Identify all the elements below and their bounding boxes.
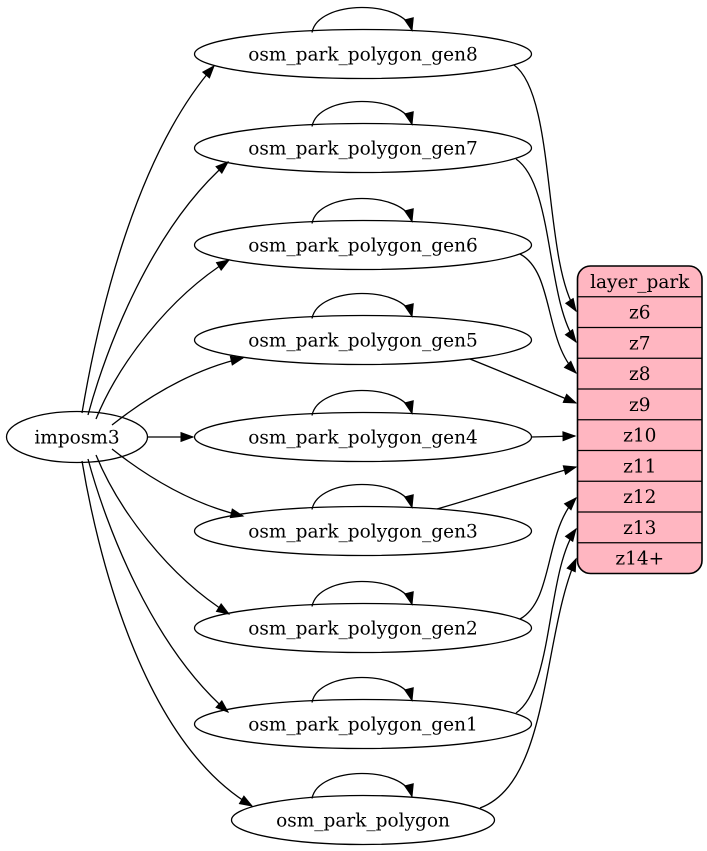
- self-loop-osm_park_polygon_gen7: [311, 100, 413, 127]
- record-row-z10: z10: [623, 426, 656, 447]
- node-ellipse: [193, 122, 533, 174]
- node-osm_park_polygon_gen4: osm_park_polygon_gen4: [193, 411, 533, 463]
- edge-osm_park_polygon_gen8-to-z6-arrowhead: [564, 297, 577, 313]
- record-header-label: layer_park: [590, 272, 690, 293]
- edge-osm_park_polygon_gen5-to-z9: [469, 358, 577, 404]
- record-row-z9: z9: [629, 395, 651, 416]
- node-label: osm_park_polygon_gen8: [248, 45, 478, 66]
- self-loop-osm_park_polygon_gen5: [311, 292, 413, 319]
- edge-osm_park_polygon_gen2-to-z12: [519, 497, 577, 620]
- node-label: osm_park_polygon_gen2: [248, 619, 478, 640]
- self-loop-osm_park_polygon_gen1: [311, 676, 413, 703]
- edge-osm_park_polygon-to-z14+: [479, 558, 577, 809]
- edge-imposm3-to-osm_park_polygon_gen5-arrowhead: [229, 355, 245, 366]
- self-loop-osm_park_polygon: [311, 772, 413, 799]
- node-ellipse: [193, 314, 533, 366]
- edge-imposm3-to-osm_park_polygon: [81, 460, 253, 807]
- edge-osm_park_polygon_gen7-to-z7-arrowhead: [564, 328, 577, 344]
- node-ellipse: [193, 602, 533, 654]
- edge-osm_park_polygon_gen1-to-z13-arrowhead: [564, 527, 577, 543]
- node-label: osm_park_polygon_gen7: [248, 139, 478, 160]
- record-row-z11: z11: [623, 456, 656, 477]
- record-row-z6: z6: [629, 303, 651, 324]
- node-ellipse: [230, 794, 496, 846]
- edge-imposm3-to-osm_park_polygon_gen2: [95, 454, 230, 615]
- node-label: osm_park_polygon_gen6: [248, 236, 478, 257]
- record-row-z12: z12: [623, 487, 656, 508]
- edge-osm_park_polygon_gen5-to-z9-arrowhead: [562, 393, 578, 404]
- record-row-z8: z8: [629, 364, 651, 385]
- self-loop-osm_park_polygon_gen3: [311, 483, 413, 510]
- edge-osm_park_polygon_gen1-to-z13: [515, 528, 577, 714]
- self-loop-osm_park_polygon_gen6-arrowhead: [403, 208, 414, 223]
- edge-osm_park_polygon_gen7-to-z7: [515, 158, 577, 343]
- edge-osm_park_polygon_gen2-to-z12-arrowhead: [563, 496, 577, 511]
- self-loop-osm_park_polygon-arrowhead: [403, 783, 414, 798]
- node-ellipse: [193, 698, 533, 750]
- node-osm_park_polygon_gen8: osm_park_polygon_gen8: [193, 28, 533, 80]
- node-osm_park_polygon: osm_park_polygon: [230, 794, 496, 846]
- self-loop-osm_park_polygon_gen4-arrowhead: [403, 400, 414, 415]
- self-loop-osm_park_polygon_gen7-arrowhead: [403, 111, 414, 126]
- node-ellipse: [193, 219, 533, 271]
- node-osm_park_polygon_gen6: osm_park_polygon_gen6: [193, 219, 533, 271]
- edge-osm_park_polygon-to-z14+-arrowhead: [566, 557, 577, 573]
- edge-osm_park_polygon_gen8-to-z6: [513, 64, 577, 312]
- node-label: imposm3: [34, 428, 119, 449]
- self-loop-osm_park_polygon_gen8: [311, 6, 413, 33]
- self-loop-osm_park_polygon_gen3-arrowhead: [403, 494, 414, 509]
- edge-imposm3-to-osm_park_polygon_gen6: [95, 259, 230, 420]
- node-label: osm_park_polygon_gen3: [248, 522, 478, 543]
- edge-osm_park_polygon_gen4-to-z10-arrowhead: [562, 431, 577, 442]
- record-row-z7: z7: [629, 333, 651, 354]
- edge-imposm3-to-osm_park_polygon_gen6-arrowhead: [215, 259, 231, 271]
- edge-imposm3-to-osm_park_polygon_gen7: [87, 161, 229, 416]
- self-loop-osm_park_polygon_gen4: [311, 389, 413, 416]
- edge-osm_park_polygon_gen3-to-z11: [436, 466, 577, 510]
- edge-imposm3-to-osm_park_polygon_gen4-arrowhead: [180, 431, 195, 443]
- node-label: osm_park_polygon_gen5: [248, 331, 478, 352]
- node-label: osm_park_polygon_gen4: [248, 428, 478, 449]
- record-node-layer_park: layer_park z6 z7 z8 z9 z10 z11 z12 z13 z14+: [576, 265, 703, 575]
- node-osm_park_polygon_gen3: osm_park_polygon_gen3: [193, 505, 533, 557]
- edge-imposm3-to-osm_park_polygon_gen7-arrowhead: [215, 161, 230, 175]
- self-loop-osm_park_polygon_gen2: [311, 580, 413, 607]
- node-osm_park_polygon_gen5: osm_park_polygon_gen5: [193, 314, 533, 366]
- node-label: osm_park_polygon: [276, 811, 450, 832]
- self-loop-osm_park_polygon_gen6: [311, 197, 413, 224]
- node-imposm3: imposm3: [5, 410, 149, 464]
- node-ellipse: [193, 505, 533, 557]
- edge-osm_park_polygon_gen3-to-z11-arrowhead: [562, 465, 578, 476]
- record-row-z14+: z14+: [615, 549, 664, 570]
- node-osm_park_polygon_gen2: osm_park_polygon_gen2: [193, 602, 533, 654]
- edge-osm_park_polygon_gen6-to-z8: [519, 253, 577, 374]
- edge-imposm3-to-osm_park_polygon_gen1-arrowhead: [215, 699, 230, 713]
- node-ellipse: [193, 28, 533, 80]
- edge-imposm3-to-osm_park_polygon_gen8-arrowhead: [201, 64, 215, 79]
- node-label: osm_park_polygon_gen1: [248, 715, 478, 736]
- edge-imposm3-to-osm_park_polygon_gen8: [81, 65, 215, 414]
- self-loop-osm_park_polygon_gen2-arrowhead: [403, 591, 414, 606]
- record-row-z13: z13: [623, 518, 656, 539]
- self-loop-osm_park_polygon_gen1-arrowhead: [403, 687, 414, 702]
- self-loop-osm_park_polygon_gen8-arrowhead: [403, 17, 414, 32]
- edge-imposm3-to-osm_park_polygon_gen1: [87, 458, 229, 713]
- edge-imposm3-to-osm_park_polygon_gen2-arrowhead: [215, 603, 231, 615]
- node-osm_park_polygon_gen7: osm_park_polygon_gen7: [193, 122, 533, 174]
- edge-imposm3-to-osm_park_polygon_gen3-arrowhead: [229, 508, 245, 519]
- edge-imposm3-to-osm_park_polygon_gen3: [111, 448, 244, 517]
- node-osm_park_polygon_gen1: osm_park_polygon_gen1: [193, 698, 533, 750]
- edge-osm_park_polygon_gen6-to-z8-arrowhead: [563, 360, 578, 375]
- edge-imposm3-to-osm_park_polygon-arrowhead: [238, 795, 254, 807]
- self-loop-osm_park_polygon_gen5-arrowhead: [403, 303, 414, 318]
- edge-imposm3-to-osm_park_polygon_gen5: [111, 357, 244, 426]
